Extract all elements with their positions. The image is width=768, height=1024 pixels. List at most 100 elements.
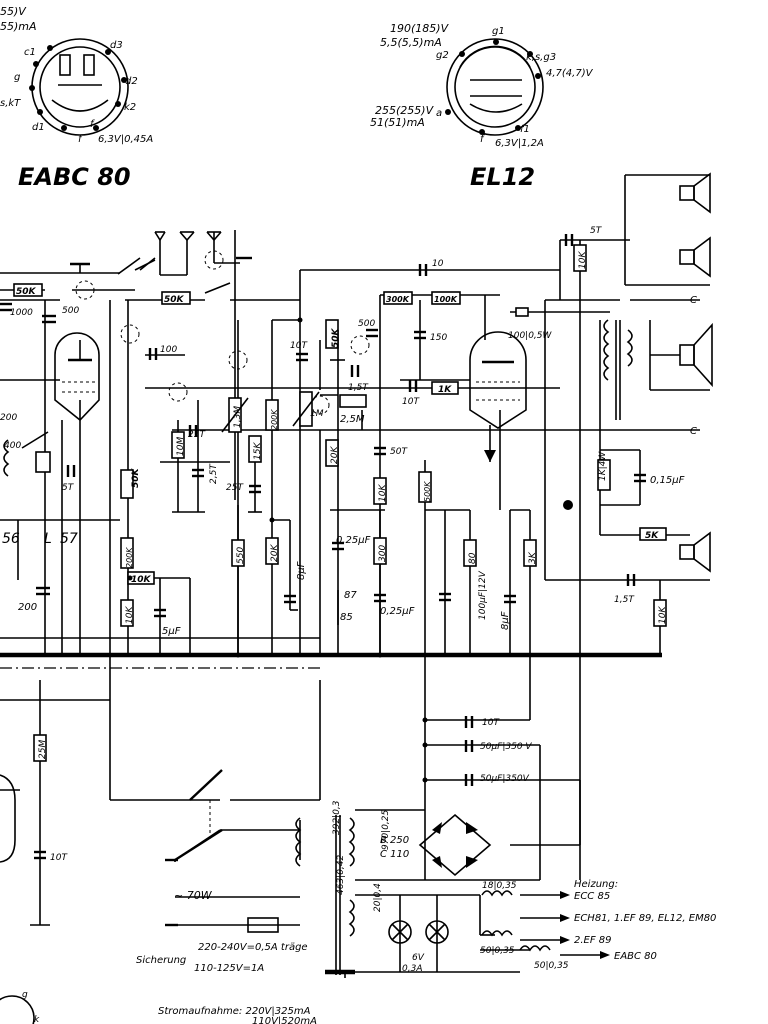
resistor-80 [463, 539, 477, 567]
svg-text:10T: 10T [50, 853, 68, 863]
wiring [0, 174, 710, 978]
svg-text:20K: 20K [270, 544, 280, 562]
resistor-50k-b [161, 291, 191, 305]
stromaufnahme-110: 110V|520mA [252, 1016, 317, 1024]
svg-text:1,3M: 1,3M [233, 406, 243, 428]
resistor-20k-b [325, 439, 339, 467]
speaker-a-coil [679, 185, 695, 201]
resistor-100k [431, 291, 461, 305]
svg-text:8μF: 8μF [500, 611, 511, 630]
capacitor-10t-c [464, 716, 474, 728]
eabc80-heater: 6,3V|0,45A [98, 134, 153, 145]
capacitor-25t-b [249, 484, 261, 494]
capacitor-10 [418, 264, 428, 276]
heizung-ef89: 2.EF 89 [574, 935, 612, 946]
capacitor-5t-a [66, 465, 76, 477]
svg-text:25T: 25T [188, 430, 206, 440]
fuse [247, 917, 279, 933]
svg-text:100K: 100K [434, 295, 458, 304]
speaker-a-cone [693, 172, 711, 214]
el12-pin-g1: g1 [492, 26, 505, 37]
power-switch [165, 769, 223, 927]
svg-text:463|0,42: 463|0,42 [336, 854, 346, 895]
svg-text:1,5T: 1,5T [614, 595, 635, 605]
antenna-terminals [117, 231, 252, 275]
resistor-300 [373, 537, 387, 565]
resistor-5k [639, 527, 667, 541]
svg-text:0,15μF: 0,15μF [650, 475, 685, 486]
label-l: L [44, 531, 52, 547]
svg-text:10K: 10K [131, 575, 152, 585]
capacitor-25t-a [188, 425, 198, 437]
svg-text:8μF: 8μF [296, 561, 307, 580]
svg-text:2,5M: 2,5M [340, 414, 365, 425]
svg-text:50μF|350V: 50μF|350V [480, 774, 530, 784]
bottom-pin-g: g [22, 990, 28, 1000]
svg-text:50K: 50K [331, 327, 341, 348]
svg-text:1K: 1K [438, 385, 452, 395]
svg-text:500: 500 [358, 319, 375, 329]
label-57: 57 [60, 531, 78, 547]
stromaufnahme: Stromaufnahme: 220V|325mA [158, 1006, 311, 1017]
resistor-300k [383, 291, 413, 305]
tube-el12 [469, 331, 527, 462]
capacitor-025uf-b [374, 593, 386, 603]
pilot-lamps: 6V 0,3A [388, 920, 449, 974]
speaker-main-coil [679, 344, 695, 366]
svg-text:300: 300 [378, 545, 388, 562]
svg-text:100μF|12V: 100μF|12V [478, 570, 488, 620]
capacitor-50uf-a [464, 740, 474, 752]
capacitors: 1000 500 100 10 500 150 10T 1,5T 10T 50T… [0, 226, 685, 863]
junctions [127, 317, 573, 783]
svg-text:100: 100 [160, 345, 177, 355]
potentiometer-2-5m [339, 394, 367, 408]
capacitor-8uf-b [504, 594, 516, 604]
resistor-10k-d [573, 244, 587, 272]
svg-text:C 110: C 110 [380, 849, 409, 860]
tube-ef89 [54, 332, 100, 422]
resistor-3k [523, 539, 537, 567]
capacitor-10t-b [408, 380, 418, 392]
eabc80-pin-d3: d3 [110, 40, 123, 51]
tube-left-bottom [0, 774, 16, 863]
eabc80-inner-circle [39, 46, 121, 128]
resistor-1k [431, 381, 459, 395]
resistors: 50K 50K 50K 50K 300K 100K 1K 1K|4W 5K 10… [13, 244, 668, 762]
svg-text:1K|4W: 1K|4W [598, 451, 608, 481]
speakers: C C [679, 172, 713, 573]
svg-text:970|0,25: 970|0,25 [381, 809, 391, 850]
capacitor-10t-d [34, 850, 46, 860]
svg-text:5K: 5K [645, 531, 659, 541]
bottom-pin-k: k [34, 1015, 40, 1024]
svg-text:50|0,35: 50|0,35 [480, 946, 515, 956]
svg-text:10T: 10T [290, 341, 308, 351]
resistor-20k-a [265, 537, 279, 565]
capacitor-200 [36, 586, 50, 596]
heizung-ecc85: ECC 85 [574, 891, 610, 902]
resistor-10k-e [653, 599, 667, 627]
coils [3, 431, 51, 477]
capacitor-5t-b [564, 234, 574, 246]
svg-text:5T: 5T [590, 226, 603, 236]
el12-a-volt: 255(255)V [375, 104, 435, 117]
svg-text:C: C [690, 426, 697, 437]
eabc80-pin-d1: d1 [32, 122, 45, 133]
svg-text:10T: 10T [402, 397, 420, 407]
eabc80-curr: 55)mA [0, 20, 37, 33]
svg-text:500: 500 [62, 306, 79, 316]
svg-text:10K: 10K [578, 251, 588, 269]
eabc80-pin-skt: s,kT [0, 98, 21, 109]
svg-text:5μF: 5μF [162, 626, 181, 637]
power-rating: ~ 70W [174, 889, 213, 902]
eabc80-pin-d2: d2 [125, 76, 138, 87]
resistor-1k-4w [597, 459, 611, 491]
svg-text:1,5T: 1,5T [348, 383, 369, 393]
speaker-c-coil [679, 544, 695, 560]
fuse-rating-110: 110-125V=1A [194, 963, 264, 974]
resistor-500k [418, 471, 432, 503]
speaker-b-cone [693, 236, 711, 278]
svg-text:10M: 10M [176, 437, 186, 456]
label-56: 56 [2, 531, 20, 547]
svg-text:80: 80 [468, 552, 478, 564]
